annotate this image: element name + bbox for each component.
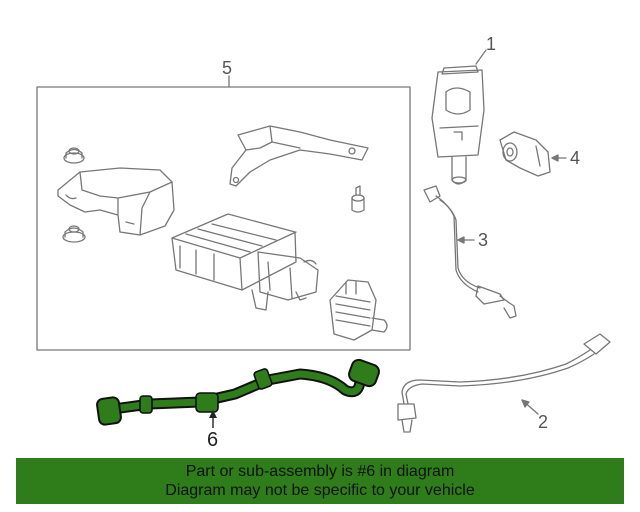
leader-arrow-3 bbox=[457, 236, 465, 244]
callout-number-4: 4 bbox=[570, 148, 580, 168]
sensor-part-4-drawing bbox=[499, 131, 551, 177]
callout-number-1: 1 bbox=[486, 34, 496, 54]
grommet-top-drawing bbox=[63, 147, 85, 164]
charcoal-canister-drawing bbox=[171, 213, 319, 311]
hose-part-6-drawing bbox=[96, 358, 380, 426]
grommet-bottom-drawing bbox=[62, 225, 86, 243]
callout-number-5: 5 bbox=[222, 58, 232, 78]
bolt-drawing bbox=[351, 185, 365, 213]
leader-arrow-6 bbox=[209, 410, 217, 418]
banner-line-disclaimer: Diagram may not be specific to your vehi… bbox=[165, 482, 475, 499]
purge-valve-drawing bbox=[329, 279, 388, 341]
bracket-left-drawing bbox=[57, 167, 175, 236]
leader-arrow-2 bbox=[521, 399, 530, 408]
bracket-right-drawing bbox=[229, 125, 369, 187]
assembly-box-5 bbox=[36, 86, 411, 351]
callout-number-3: 3 bbox=[478, 230, 488, 250]
callout-number-6: 6 bbox=[207, 429, 218, 451]
oxygen-sensor-part-3-drawing bbox=[423, 185, 517, 319]
valve-part-1-drawing bbox=[431, 65, 485, 185]
leader-arrow-4 bbox=[551, 154, 559, 162]
banner-line-part-info: Part or sub-assembly is #6 in diagram bbox=[185, 463, 455, 480]
oxygen-sensor-part-2-drawing bbox=[397, 333, 611, 433]
parts-diagram: 5 1 4 3 2 6 bbox=[36, 34, 611, 451]
info-banner: Part or sub-assembly is #6 in diagram Di… bbox=[16, 458, 624, 504]
leader-line-1 bbox=[475, 49, 487, 65]
callout-number-2: 2 bbox=[538, 412, 548, 432]
